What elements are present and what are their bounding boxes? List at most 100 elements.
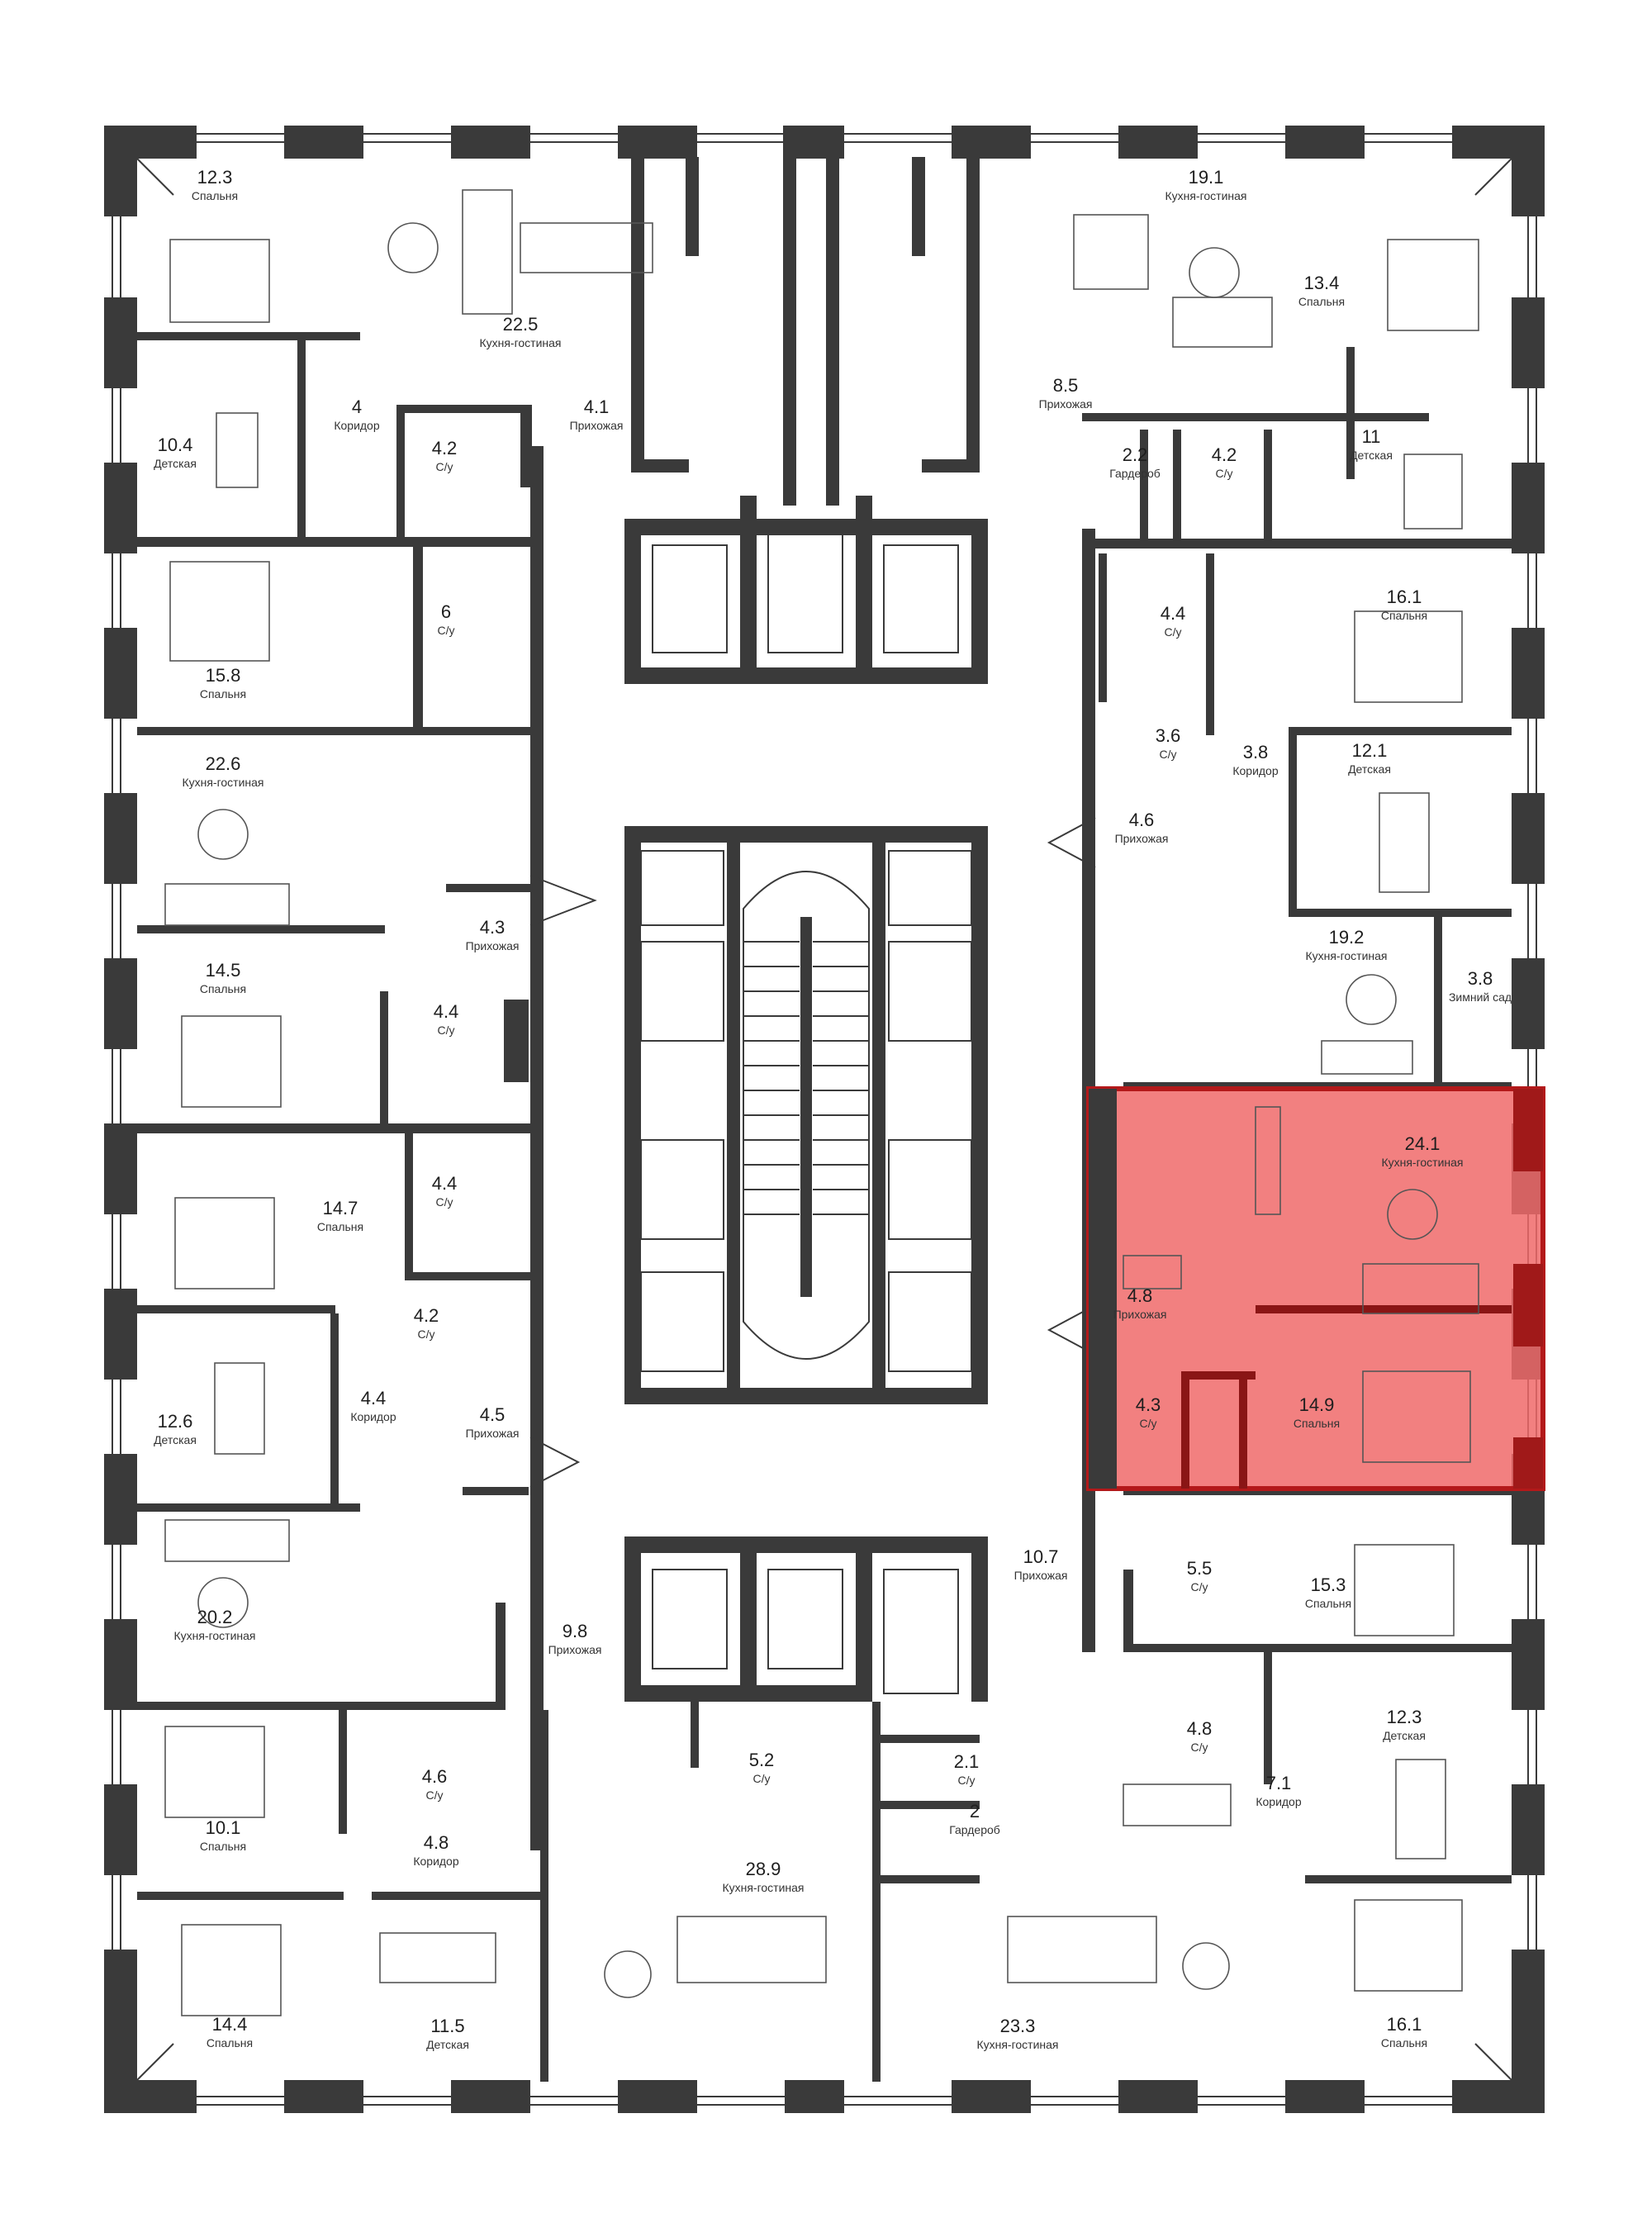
room-name: Кухня-гостиная <box>722 1881 804 1894</box>
room-area: 6 <box>441 601 451 622</box>
room-name: Коридор <box>1256 1795 1302 1808</box>
room-name: Кухня-гостиная <box>173 1629 255 1642</box>
room-label-r-4-4b: 4.4С/у <box>432 1173 458 1209</box>
room-area: 10.4 <box>158 435 193 455</box>
room-name: С/у <box>958 1774 976 1787</box>
room-area: 9.8 <box>563 1621 588 1641</box>
room-label-r-4-4c: 4.4С/у <box>1161 603 1186 639</box>
room-name: Детская <box>426 2038 469 2051</box>
room-labels: 12.3Спальня22.5Кухня-гостиная4Коридор10.… <box>154 167 1512 2051</box>
room-area: 10.1 <box>206 1817 241 1838</box>
room-label-r-4-8s: 4.8С/у <box>1187 1718 1213 1754</box>
room-name: Спальня <box>200 687 246 701</box>
room-area: 4.4 <box>1161 603 1186 624</box>
room-name: Зимний сад <box>1449 990 1512 1004</box>
room-name: С/у <box>1191 1741 1208 1754</box>
room-label-r-2-1: 2.1С/у <box>954 1751 980 1787</box>
room-area: 11 <box>1362 426 1381 447</box>
room-area: 13.4 <box>1304 273 1340 293</box>
furniture <box>164 189 1479 2016</box>
room-area: 4.5 <box>480 1404 506 1425</box>
room-area: 2 <box>970 1801 980 1821</box>
room-name: Прихожая <box>570 419 624 432</box>
room-area: 5.5 <box>1187 1558 1213 1579</box>
room-name: С/у <box>438 1024 455 1037</box>
room-area: 22.5 <box>503 314 539 335</box>
highlighted-apartment[interactable] <box>1086 1086 1545 1491</box>
room-area: 12.6 <box>158 1411 193 1432</box>
room-area: 4.4 <box>434 1001 459 1022</box>
room-name: С/у <box>1191 1580 1208 1593</box>
room-area: 11.5 <box>430 2016 464 2036</box>
stair-treads <box>743 941 869 1215</box>
room-area: 4.8 <box>1187 1718 1213 1739</box>
room-name: Спальня <box>1381 609 1427 622</box>
building-core <box>529 126 1096 1850</box>
room-name: Детская <box>154 457 197 470</box>
room-name: С/у <box>753 1772 771 1785</box>
room-name: Кухня-гостиная <box>1165 189 1246 202</box>
room-name: Кухня-гостиная <box>182 776 263 789</box>
room-area: 3.8 <box>1243 742 1269 762</box>
room-name: С/у <box>1140 1417 1157 1430</box>
room-area: 28.9 <box>746 1859 781 1879</box>
room-area: 4 <box>352 397 362 417</box>
room-area: 19.1 <box>1189 167 1224 188</box>
room-name: Прихожая <box>1039 397 1093 411</box>
room-area: 3.8 <box>1468 968 1493 989</box>
room-area: 16.1 <box>1387 587 1422 607</box>
room-label-r-4-2a: 4.2С/у <box>432 438 458 473</box>
room-name: Спальня <box>200 1840 246 1853</box>
room-area: 4.6 <box>1129 810 1155 830</box>
room-area: 4.6 <box>422 1766 448 1787</box>
room-label-r-4-2c: 4.2С/у <box>1212 444 1237 480</box>
room-name: С/у <box>436 1195 453 1209</box>
room-name: Кухня-гостиная <box>976 2038 1058 2051</box>
room-area: 2.2 <box>1123 444 1148 465</box>
room-name: Прихожая <box>1014 1569 1068 1582</box>
room-label-r-4-4a: 4.4С/у <box>434 1001 459 1037</box>
room-area: 4.4 <box>432 1173 458 1194</box>
room-name: Гардероб <box>1109 467 1161 480</box>
room-name: Спальня <box>317 1220 363 1233</box>
room-name: С/у <box>436 460 453 473</box>
room-name: Спальня <box>206 2036 253 2049</box>
room-area: 4.8 <box>424 1832 449 1853</box>
room-name: Прихожая <box>1113 1308 1167 1321</box>
room-name: Спальня <box>1381 2036 1427 2049</box>
room-area: 4.3 <box>1136 1394 1161 1415</box>
room-area: 5.2 <box>749 1750 775 1770</box>
room-area: 3.6 <box>1156 725 1181 746</box>
room-label-r-3-6: 3.6С/у <box>1156 725 1181 761</box>
room-area: 4.2 <box>432 438 458 458</box>
room-area: 23.3 <box>1000 2016 1036 2036</box>
room-label-r-4-6a: 4.6С/у <box>422 1766 448 1802</box>
